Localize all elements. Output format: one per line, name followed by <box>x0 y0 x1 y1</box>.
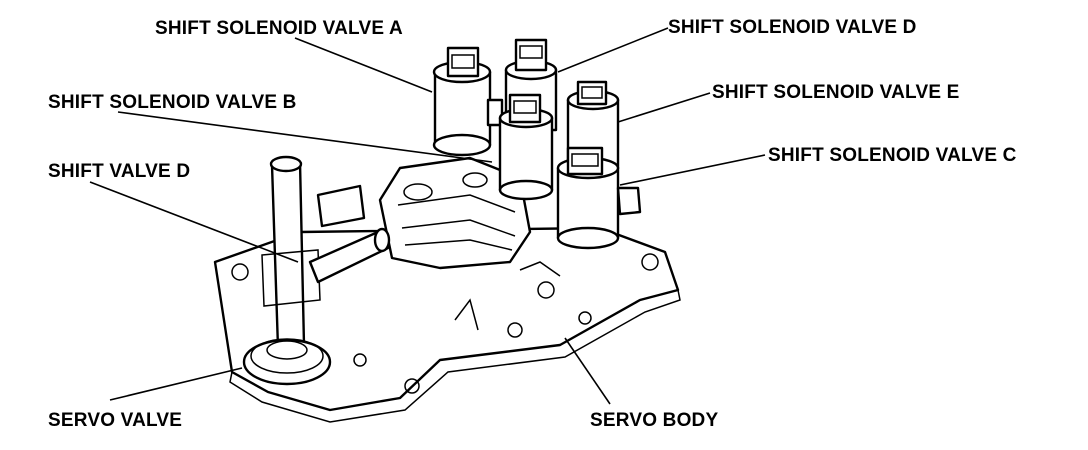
solenoid-a <box>432 46 504 157</box>
shift-valve-d <box>261 155 321 350</box>
label-shift-solenoid-valve-e: SHIFT SOLENOID VALVE E <box>712 82 960 103</box>
label-servo-body: SERVO BODY <box>590 410 719 431</box>
label-shift-solenoid-valve-d: SHIFT SOLENOID VALVE D <box>668 17 917 38</box>
label-shift-solenoid-valve-a: SHIFT SOLENOID VALVE A <box>155 18 403 39</box>
label-shift-solenoid-valve-b: SHIFT SOLENOID VALVE B <box>48 92 297 113</box>
label-shift-valve-d: SHIFT VALVE D <box>48 161 191 182</box>
servo-valve <box>242 338 332 386</box>
valve-housing <box>378 156 532 270</box>
solenoid-c <box>556 146 642 250</box>
leader-lines <box>89 27 766 405</box>
label-servo-valve: SERVO VALVE <box>48 410 183 431</box>
solenoid-b <box>498 93 554 201</box>
label-shift-solenoid-valve-c: SHIFT SOLENOID VALVE C <box>768 145 1017 166</box>
connector-pipe <box>308 184 391 284</box>
